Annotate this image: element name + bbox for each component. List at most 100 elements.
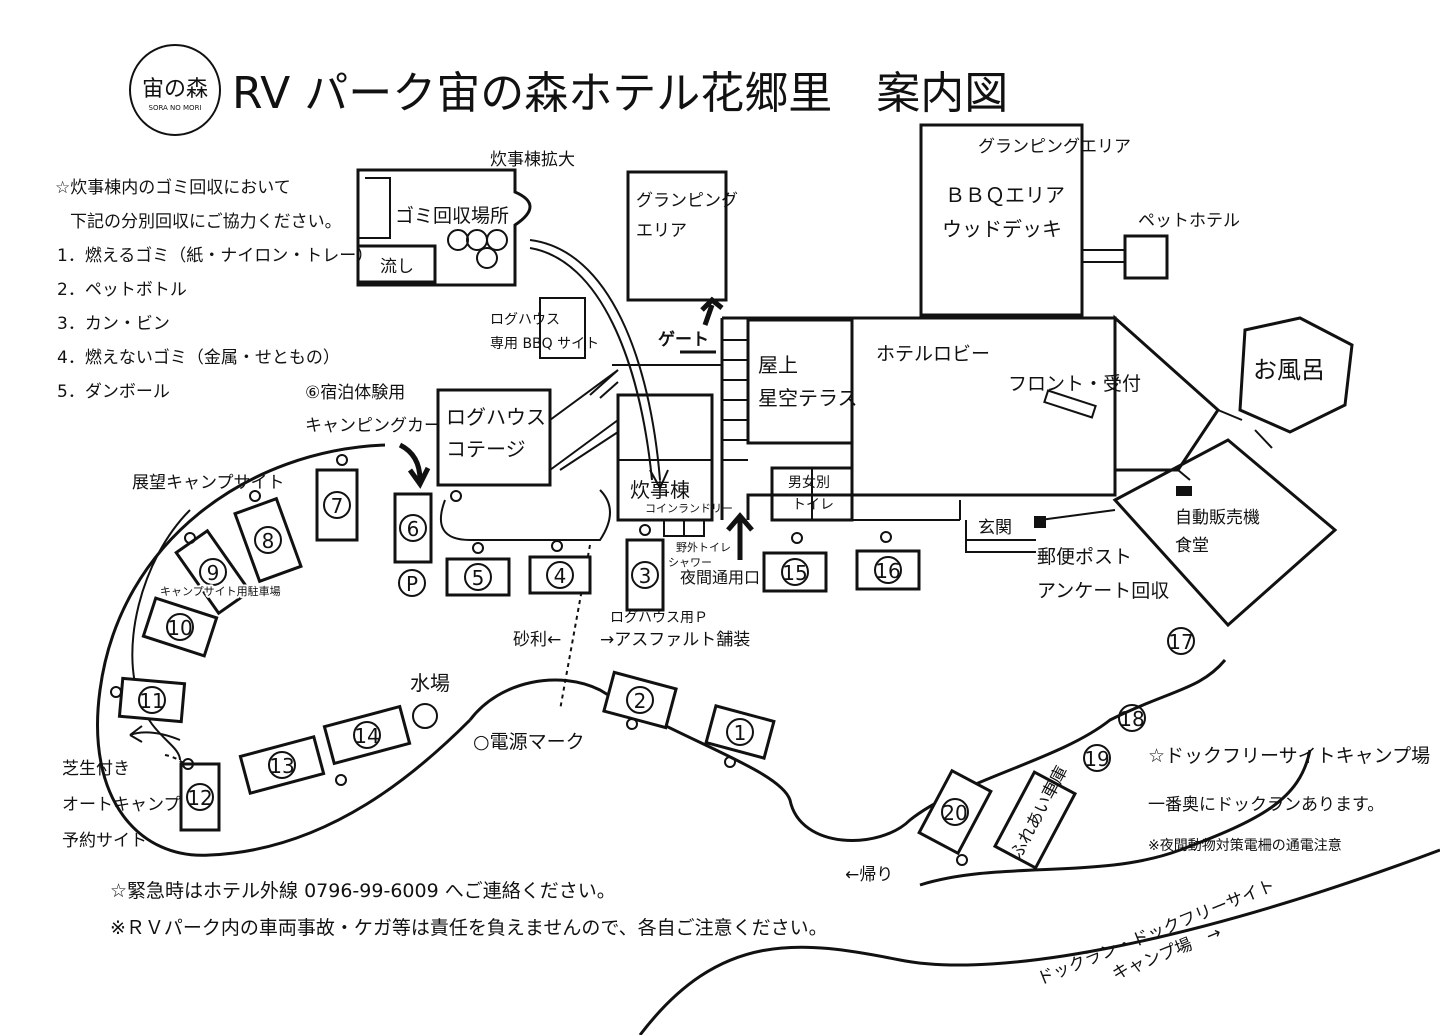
return-label: ←帰り <box>845 865 893 885</box>
garage-label: ふれあい車庫 <box>1007 763 1073 862</box>
site-number-circle <box>268 751 296 779</box>
site-number-circle <box>1167 627 1195 655</box>
site-14[interactable]: 14 <box>322 704 412 786</box>
power-outlet-icon <box>472 542 484 554</box>
site-number: 3 <box>639 564 652 588</box>
site-10[interactable]: 10 <box>141 596 219 658</box>
site-number: 16 <box>875 559 900 583</box>
site-number: 18 <box>1119 707 1144 731</box>
shower-label: シャワー <box>668 556 712 569</box>
dogrun-note: 一番奥にドックランあります。 <box>1148 795 1384 815</box>
site-box <box>238 734 326 796</box>
site-5[interactable]: 5 <box>445 542 511 597</box>
site-number: 8 <box>262 529 275 553</box>
site-number-circle <box>186 783 214 811</box>
lawn-label: オートキャンプ <box>62 795 181 815</box>
site-number: 6 <box>407 517 420 541</box>
vending-label: 自動販売機 <box>1175 508 1260 528</box>
logo-sub: SORA NO MORI <box>149 104 202 112</box>
site-15[interactable]: 15 <box>762 532 828 593</box>
toilet-label: トイレ <box>792 497 834 513</box>
logo: 宙の森 SORA NO MORI <box>129 44 221 136</box>
toilet-label: 男女別 <box>788 474 830 491</box>
site-number: 11 <box>139 689 164 713</box>
site-number-circle <box>353 721 381 749</box>
gate-label: ゲート <box>658 329 709 350</box>
wood-deck-label: ウッドデッキ <box>942 217 1062 241</box>
camper-label: ⑥宿泊体験用 <box>305 383 405 403</box>
site-17[interactable]: 17 <box>1167 627 1195 655</box>
kitchen-label: 炊事棟 <box>630 478 690 502</box>
fence-note: ※夜間動物対策電柵の通電注意 <box>1148 837 1342 854</box>
asphalt-label: →アスファルト舗装 <box>600 630 750 650</box>
power-outlet-icon <box>335 774 347 786</box>
site-8[interactable]: 8 <box>233 490 303 584</box>
site-4[interactable]: 4 <box>528 540 592 595</box>
kitchen-detail-label: 炊事棟拡大 <box>490 150 575 170</box>
site-box <box>322 704 412 766</box>
rooftop-label: 星空テラス <box>758 386 858 410</box>
power-outlet-icon <box>110 686 122 698</box>
roads <box>96 443 1440 1035</box>
glamping-label: グランピング <box>636 191 738 211</box>
site-11[interactable]: 11 <box>110 676 187 724</box>
site-18[interactable]: 18 <box>1118 704 1146 732</box>
site-number-circle <box>546 561 574 589</box>
loghouse-label: ログハウス <box>446 405 546 429</box>
note-item: 5．ダンボール <box>57 382 170 402</box>
dogrun-road-label: ドックラン・ドックフリーサイト <box>1034 876 1278 990</box>
site-number-circle <box>138 686 166 714</box>
power-outlet-icon <box>880 531 892 543</box>
site-number: 20 <box>942 801 967 825</box>
site-12[interactable]: 12 <box>179 758 221 832</box>
note-heading: 下記の分別回収にご協力ください。 <box>70 212 342 232</box>
site-16[interactable]: 16 <box>855 531 921 591</box>
site-9[interactable]: 9 <box>174 528 252 616</box>
loghouse-parking-label: ログハウス用Ｐ <box>610 610 708 626</box>
site-13[interactable]: 13 <box>238 734 326 796</box>
site-number-circle <box>874 556 902 584</box>
site-number-circle <box>631 561 659 589</box>
water-tap-icon <box>412 703 438 729</box>
emergency-note: ☆緊急時はホテル外線 0796-99-6009 へご連絡ください。 <box>110 880 616 902</box>
power-outlet-icon <box>724 756 736 768</box>
site-20[interactable]: 20 <box>917 768 993 866</box>
site-3[interactable]: 3 <box>625 524 665 612</box>
disclaimer-note: ※ＲＶパーク内の車両事故・ケガ等は責任を負えませんので、各自ご注意ください。 <box>110 917 828 939</box>
site-number: 5 <box>472 566 485 590</box>
power-outlet-icon <box>639 524 651 536</box>
lawn-label: 予約サイト <box>62 831 147 851</box>
site-7[interactable]: 7 <box>315 454 359 542</box>
parking-sign: P <box>406 572 418 596</box>
sink-label: 流し <box>380 257 414 277</box>
water-label: 水場 <box>410 671 450 695</box>
site-number-circle <box>199 558 227 586</box>
power-outlet-icon <box>956 854 968 866</box>
site-19[interactable]: 19 <box>1083 744 1111 772</box>
logo-name: 宙の森 <box>142 77 208 102</box>
site-number: 4 <box>554 564 567 588</box>
site-6[interactable]: 6 <box>393 490 462 564</box>
site-number-circle <box>399 514 427 542</box>
power-outlet-icon <box>791 532 803 544</box>
site-number: 2 <box>634 689 647 713</box>
postbox-label: 郵便ポスト <box>1037 546 1132 568</box>
site-2[interactable]: 2 <box>602 670 678 730</box>
note-item: 3．カン・ビン <box>57 314 170 334</box>
garbage-notes: ☆炊事棟内のゴミ回収において 下記の分別回収にご協力ください。 1．燃えるゴミ（… <box>55 177 373 402</box>
site-number-circle <box>1083 744 1111 772</box>
power-legend: ○電源マーク <box>473 731 585 753</box>
lobby-label: ホテルロビー <box>876 343 990 365</box>
view-camp-label: 展望キャンプサイト <box>132 473 285 493</box>
site-number: 12 <box>187 786 212 810</box>
site-1[interactable]: 1 <box>704 704 776 768</box>
glamping-label: エリア <box>636 221 687 241</box>
power-outlet-icon <box>184 532 196 544</box>
site-number-circle <box>166 613 194 641</box>
site-number-circle <box>464 563 492 591</box>
site-number: 1 <box>734 721 747 745</box>
site-number-circle <box>941 798 969 826</box>
site-number-circle <box>323 491 351 519</box>
